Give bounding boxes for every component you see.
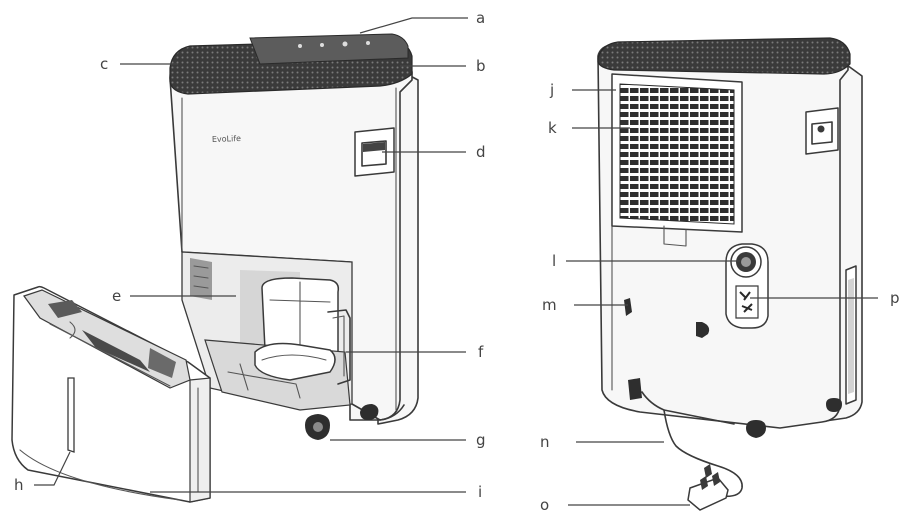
leader-line-a bbox=[360, 18, 468, 33]
label-c: c bbox=[100, 55, 108, 73]
label-o: o bbox=[540, 496, 549, 514]
label-p: p bbox=[890, 289, 900, 307]
power-plug bbox=[688, 478, 728, 510]
control-button-icon bbox=[366, 41, 370, 45]
label-m: m bbox=[542, 296, 557, 314]
brand-logo: EvoLife bbox=[212, 134, 241, 144]
air-intake-filter bbox=[620, 84, 734, 224]
label-d: d bbox=[476, 143, 486, 161]
label-f: f bbox=[478, 343, 484, 361]
label-i: i bbox=[478, 483, 482, 501]
caster-wheel bbox=[746, 420, 766, 438]
label-g: g bbox=[476, 431, 486, 449]
water-level-window bbox=[68, 378, 74, 452]
label-n: n bbox=[540, 433, 550, 451]
power-button-icon bbox=[343, 42, 348, 47]
label-e: e bbox=[112, 287, 121, 305]
label-k: k bbox=[548, 119, 557, 137]
label-b: b bbox=[476, 57, 486, 75]
back-unit bbox=[598, 38, 862, 510]
control-button-icon bbox=[298, 44, 302, 48]
front-unit: EvoLife bbox=[12, 34, 418, 502]
label-a: a bbox=[476, 9, 485, 27]
caster-wheel bbox=[826, 398, 842, 412]
top-air-outlet bbox=[598, 38, 850, 74]
control-button-icon bbox=[320, 43, 324, 47]
label-h: h bbox=[14, 476, 24, 494]
label-l: l bbox=[552, 252, 556, 270]
label-j: j bbox=[549, 81, 554, 99]
